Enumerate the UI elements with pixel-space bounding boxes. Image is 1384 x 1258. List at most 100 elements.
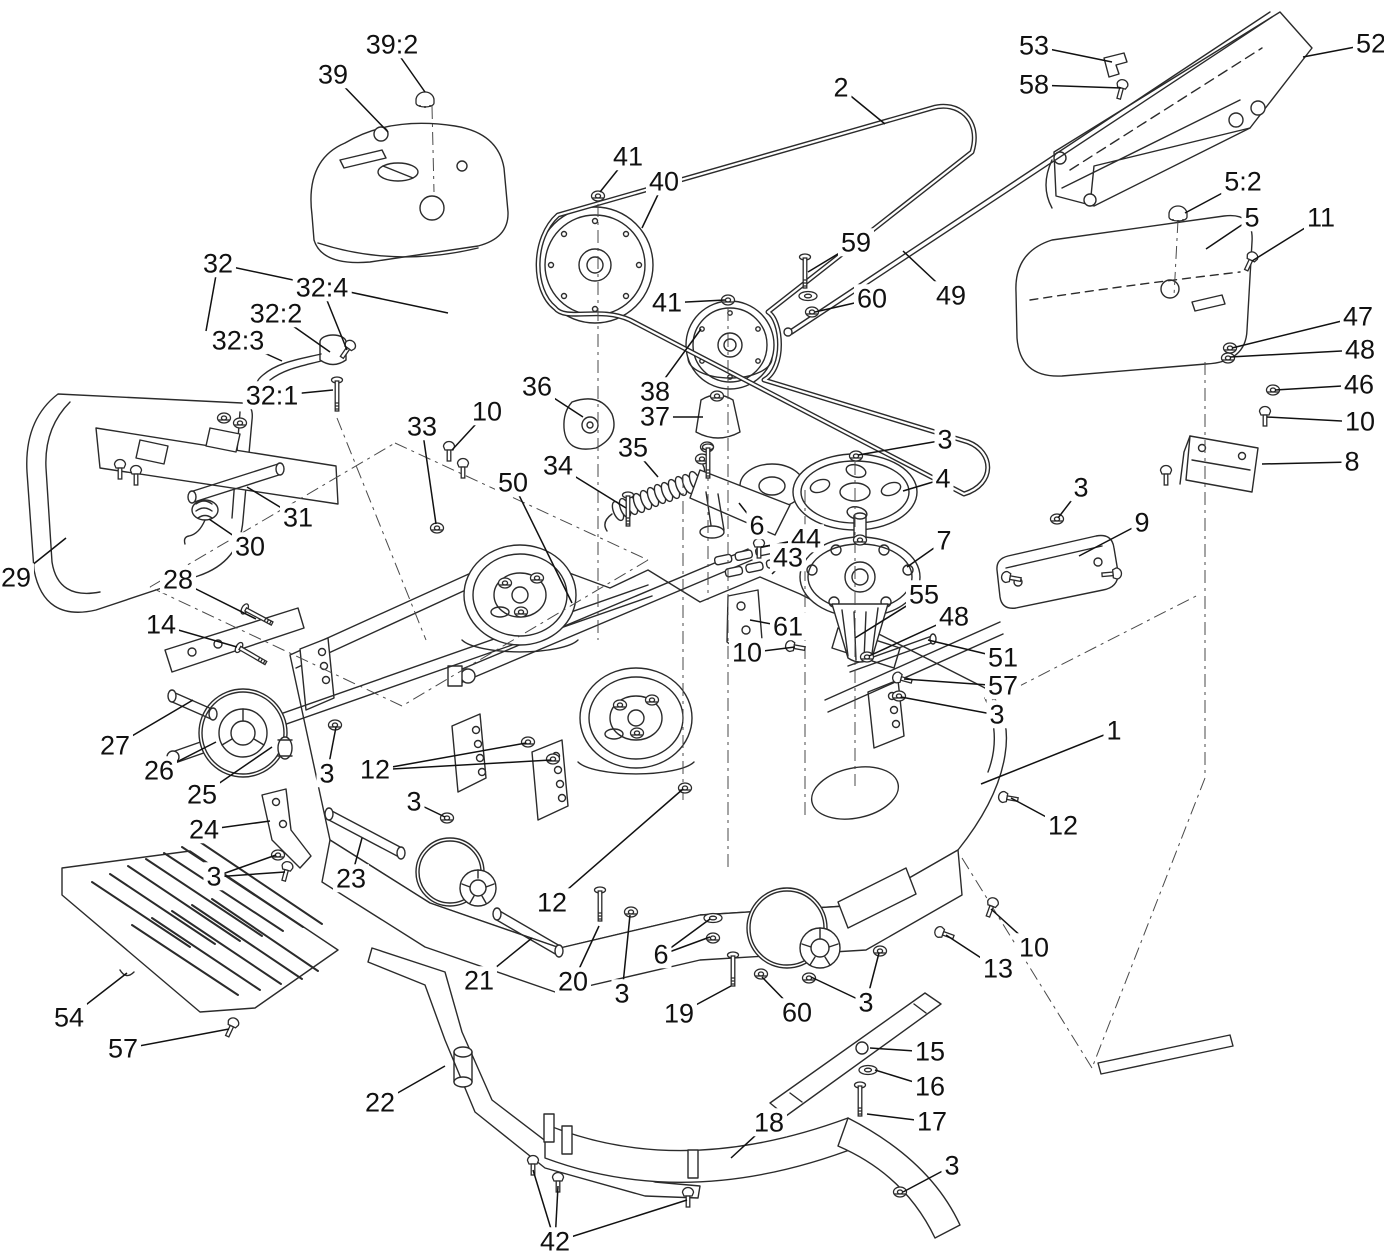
callout-label-41: 41: [648, 288, 686, 317]
callout-label-50: 50: [494, 468, 532, 497]
part-pivot-rod: [187, 462, 285, 504]
callout-label-13: 13: [979, 954, 1017, 983]
callout-label-10: 10: [728, 638, 766, 667]
part-deck-cover: [1015, 214, 1253, 377]
part-deflector-mount-plate: [95, 427, 339, 505]
leader-line: [374, 742, 527, 771]
callout-label-32-1: 32:1: [242, 381, 302, 410]
callout-label-55: 55: [905, 580, 943, 609]
callout-label-39: 39: [314, 60, 352, 89]
callout-label-51: 51: [984, 643, 1022, 672]
callout-label-53: 53: [1015, 31, 1053, 60]
callout-label-40: 40: [645, 167, 683, 196]
part-front-axle: [167, 689, 218, 721]
callout-label-14: 14: [142, 610, 180, 639]
leader-line: [421, 426, 437, 525]
nut-fastener-icon: [497, 577, 513, 589]
callout-label-10: 10: [1015, 933, 1053, 962]
callout-label-3: 3: [403, 787, 425, 816]
part-tread-grate: [61, 841, 339, 1013]
callout-label-61: 61: [769, 612, 807, 641]
leader-line: [1229, 349, 1361, 358]
leader-line: [857, 439, 946, 456]
part-belt-cover: [310, 122, 509, 264]
callout-label-7: 7: [933, 526, 955, 555]
callout-label-16: 16: [911, 1072, 949, 1101]
callout-label-12: 12: [356, 755, 394, 784]
part-roller-rear: [746, 867, 917, 969]
nut-fastener-icon: [848, 450, 864, 462]
callout-label-49: 49: [932, 281, 970, 310]
part-lower-frame: [367, 947, 701, 1199]
assembly-axis-line: [1173, 219, 1179, 297]
callout-label-60: 60: [778, 998, 816, 1027]
leader-line: [374, 759, 552, 771]
callout-label-1: 1: [1103, 716, 1125, 745]
part-roller-mid: [415, 837, 497, 907]
callout-label-54: 54: [50, 1003, 88, 1032]
assembly-axis-line: [149, 442, 396, 588]
callout-label-3: 3: [986, 700, 1008, 729]
callout-label-46: 46: [1340, 370, 1378, 399]
assembly-axis-line: [401, 559, 649, 707]
callout-label-18: 18: [750, 1108, 788, 1137]
callout-label-59: 59: [837, 228, 875, 257]
part-front-hanger: [164, 607, 305, 673]
callout-label-23: 23: [332, 864, 370, 893]
nut-fastener-icon: [852, 534, 868, 546]
cap-fastener-icon: [415, 91, 435, 109]
callout-label-52: 52: [1352, 29, 1384, 58]
part-spindle-assembly: [799, 512, 921, 663]
part-anti-scalp-bracket: [261, 788, 312, 869]
nut-fastener-icon: [891, 690, 907, 702]
leader-line: [554, 1199, 688, 1243]
leader-line: [1261, 461, 1353, 465]
nut-fastener-icon: [270, 849, 286, 861]
assembly-axis-line: [1091, 777, 1206, 1069]
nut-fastener-icon: [709, 390, 725, 402]
bolt-fastener-icon: [853, 1081, 867, 1117]
callout-label-4: 4: [932, 464, 954, 493]
nut-fastener-icon: [590, 190, 606, 202]
nut-fastener-icon: [520, 736, 536, 748]
callout-label-57: 57: [104, 1034, 142, 1063]
callout-label-36: 36: [518, 372, 556, 401]
leader-line: [551, 788, 684, 904]
nut-fastener-icon: [439, 812, 455, 824]
part-discharge-chute: [1053, 11, 1313, 207]
part-cam-plate: [563, 398, 615, 450]
callout-label-57: 57: [984, 671, 1022, 700]
callout-label-32-2: 32:2: [246, 299, 306, 328]
callout-label-12: 12: [533, 888, 571, 917]
nut-fastener-icon: [545, 753, 561, 765]
callout-label-21: 21: [460, 966, 498, 995]
washer-fastener-icon: [798, 290, 818, 302]
callout-label-37: 37: [636, 402, 674, 431]
screw-fastener-icon: [997, 790, 1020, 806]
callout-label-48: 48: [1341, 335, 1379, 364]
assembly-axes: [149, 105, 1206, 1069]
part-blade: [769, 992, 942, 1117]
callout-label-3: 3: [203, 862, 225, 891]
leader-line: [980, 730, 1115, 785]
callout-label-32: 32: [199, 249, 237, 278]
screw-fastener-icon: [1112, 77, 1130, 101]
nut-fastener-icon: [513, 606, 529, 618]
part-spindle-pulley-center: [579, 667, 693, 769]
nut-fastener-icon: [612, 699, 628, 711]
callout-label-5: 5: [1241, 203, 1263, 232]
callout-label-3: 3: [934, 425, 956, 454]
leader-line: [900, 696, 998, 716]
callout-label-43: 43: [769, 543, 807, 572]
part-caster-wheel: [198, 688, 293, 778]
callout-label-3: 3: [855, 988, 877, 1017]
callout-label-29: 29: [0, 563, 35, 592]
callout-label-10: 10: [468, 397, 506, 426]
nut-fastener-icon: [529, 572, 545, 584]
callout-label-48: 48: [935, 602, 973, 631]
screw-fastener-icon: [442, 440, 456, 462]
callout-label-24: 24: [185, 815, 223, 844]
screw-fastener-icon: [1258, 405, 1272, 427]
nut-fastener-icon: [629, 727, 645, 739]
